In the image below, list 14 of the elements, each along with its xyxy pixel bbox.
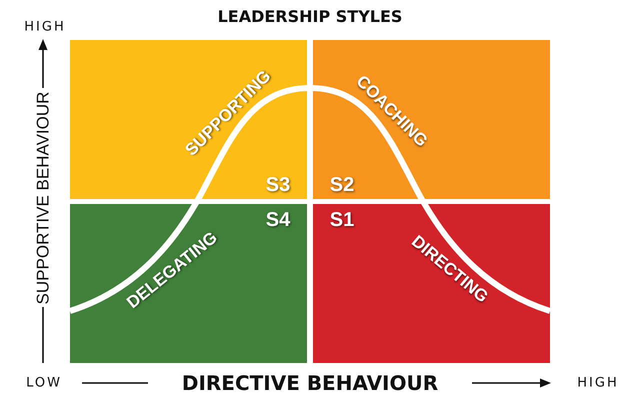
quadrant-code: S4 [266,210,290,230]
axis-end-label: HIGH [23,20,66,34]
quadrant-code: S3 [266,175,290,195]
axis-title: SUPPORTIVE BEHAVIOUR [34,92,52,304]
quadrant-code: S1 [330,210,354,230]
quadrant-panel [313,204,550,363]
quadrant-panel [313,40,550,199]
axis-end-label: HIGH [576,376,619,390]
quadrant-panel [70,40,307,199]
quadrant-code: S2 [330,175,354,195]
quadrant-panel [70,204,307,363]
axis-title: DIRECTIVE BEHAVIOUR [182,373,438,393]
axis-end-label: LOW [25,376,62,390]
chart-title: LEADERSHIP STYLES [218,9,402,25]
